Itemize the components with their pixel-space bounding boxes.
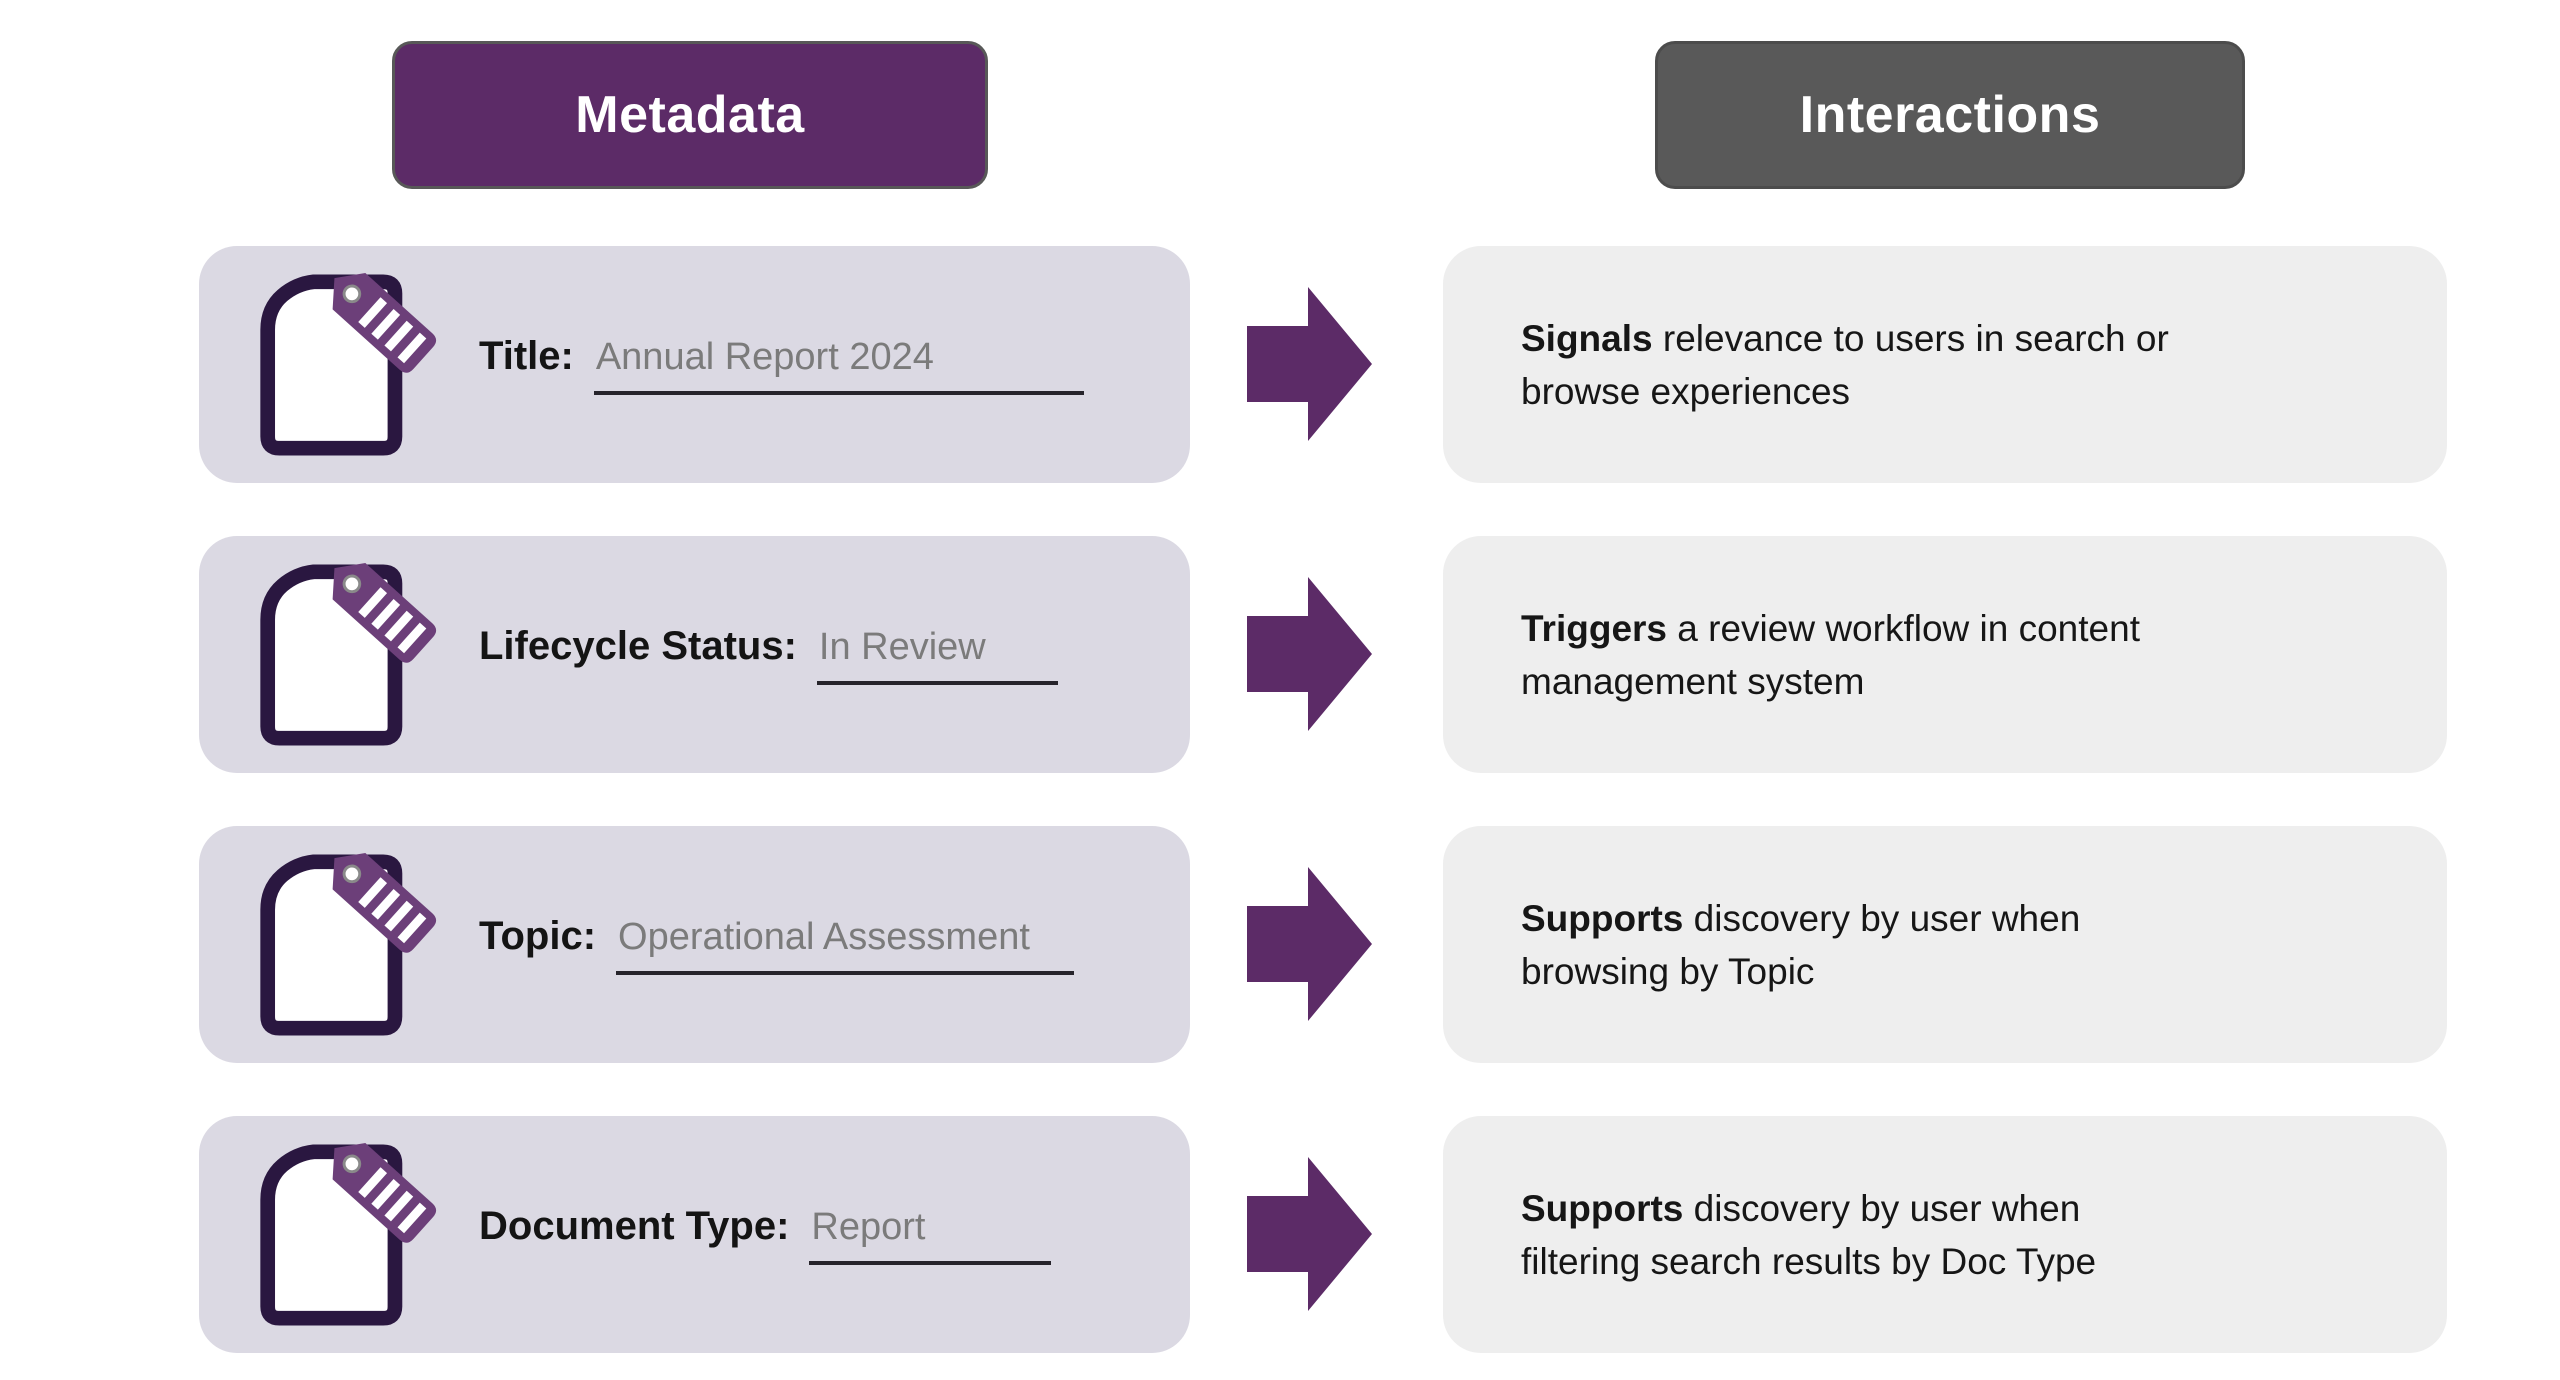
interaction-text-line1: Supports discovery by user when xyxy=(1521,1182,2411,1235)
interaction-keyword: Triggers xyxy=(1521,607,1667,649)
field-label: Title: xyxy=(479,334,574,378)
metadata-header-label: Metadata xyxy=(575,86,805,144)
metadata-header-pill: Metadata xyxy=(392,41,988,189)
field-label: Document Type: xyxy=(479,1204,790,1248)
right-arrow-icon xyxy=(1247,287,1372,441)
interaction-keyword: Signals xyxy=(1521,317,1653,359)
field-value: Operational Assessment xyxy=(616,916,1074,975)
interaction-rest: a review workflow in content xyxy=(1667,607,2140,649)
interaction-text-line1: Triggers a review workflow in content xyxy=(1521,602,2411,655)
field-value: In Review xyxy=(816,626,1058,685)
interactions-header-label: Interactions xyxy=(1799,86,2101,144)
field-value: Report xyxy=(809,1206,1052,1265)
metadata-field: Lifecycle Status: In Review xyxy=(479,624,1058,685)
interaction-rest: relevance to users in search or xyxy=(1652,317,2169,359)
document-with-tag-icon xyxy=(260,272,437,456)
metadata-field: Title: Annual Report 2024 xyxy=(479,334,1084,395)
metadata-field: Document Type: Report xyxy=(479,1204,1052,1265)
field-label: Lifecycle Status: xyxy=(479,624,797,668)
document-with-tag-icon xyxy=(260,1142,437,1326)
interaction-rest: discovery by user when xyxy=(1683,1187,2081,1229)
document-with-tag-icon xyxy=(260,562,437,746)
interaction-text-line1: Signals relevance to users in search or xyxy=(1521,312,2411,365)
metadata-card: Title: Annual Report 2024 xyxy=(199,246,1190,483)
metadata-card: Lifecycle Status: In Review xyxy=(199,536,1190,773)
metadata-card: Document Type: Report xyxy=(199,1116,1190,1353)
metadata-row-title: Title: Annual Report 2024 Signals releva… xyxy=(0,246,2560,483)
interaction-card: Triggers a review workflow in content ma… xyxy=(1443,536,2447,773)
metadata-row-topic: Topic: Operational Assessment Supports d… xyxy=(0,826,2560,1063)
interaction-text-line2: management system xyxy=(1521,660,1865,702)
interaction-keyword: Supports xyxy=(1521,1187,1684,1229)
interaction-card: Signals relevance to users in search or … xyxy=(1443,246,2447,483)
interactions-header-pill: Interactions xyxy=(1655,41,2245,189)
metadata-row-lifecycle-status: Lifecycle Status: In Review Triggers a r… xyxy=(0,536,2560,773)
metadata-row-document-type: Document Type: Report Supports discovery… xyxy=(0,1116,2560,1353)
document-with-tag-icon xyxy=(260,852,437,1036)
right-arrow-icon xyxy=(1247,577,1372,731)
metadata-card: Topic: Operational Assessment xyxy=(199,826,1190,1063)
interaction-text-line2: filtering search results by Doc Type xyxy=(1521,1240,2097,1282)
interaction-text-line2: browsing by Topic xyxy=(1521,950,1815,992)
interaction-text-line2: browse experiences xyxy=(1521,370,1851,412)
interaction-card: Supports discovery by user when filterin… xyxy=(1443,1116,2447,1353)
field-value: Annual Report 2024 xyxy=(593,336,1084,395)
right-arrow-icon xyxy=(1247,867,1372,1021)
interaction-text-line1: Supports discovery by user when xyxy=(1521,892,2411,945)
field-label: Topic: xyxy=(479,914,597,958)
interaction-rest: discovery by user when xyxy=(1683,897,2081,939)
right-arrow-icon xyxy=(1247,1157,1372,1311)
interaction-keyword: Supports xyxy=(1521,897,1684,939)
metadata-field: Topic: Operational Assessment xyxy=(479,914,1074,975)
interaction-card: Supports discovery by user when browsing… xyxy=(1443,826,2447,1063)
